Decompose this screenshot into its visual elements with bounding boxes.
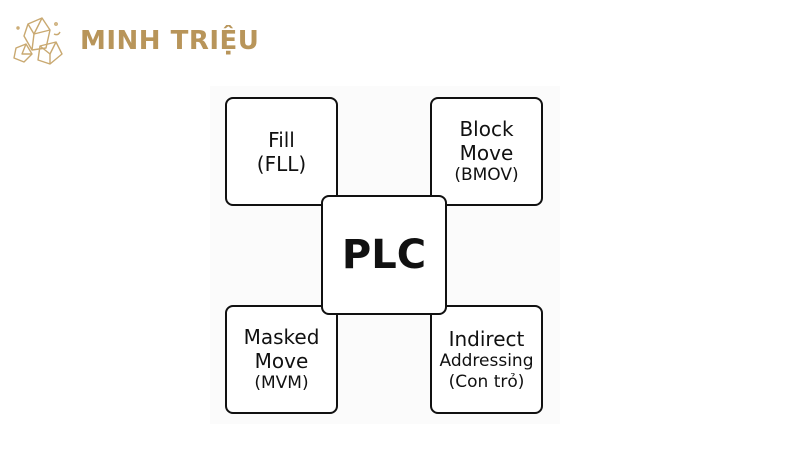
node-line: (Con trỏ) xyxy=(448,371,525,392)
node-line: Indirect xyxy=(448,327,525,352)
center-node-plc: PLC xyxy=(321,195,447,315)
node-line: (FLL) xyxy=(256,151,307,176)
center-label: PLC xyxy=(341,232,427,278)
node-fill: Fill (FLL) xyxy=(225,97,338,206)
node-line: (BMOV) xyxy=(454,165,519,186)
node-line: Move xyxy=(459,141,514,166)
node-masked-move: Masked Move (MVM) xyxy=(225,305,338,414)
crystal-icon xyxy=(13,17,63,65)
node-line: (MVM) xyxy=(254,373,309,394)
brand-name: MINH TRIỆU xyxy=(80,26,260,56)
node-block-move: Block Move (BMOV) xyxy=(430,97,543,206)
node-line: Block xyxy=(459,117,514,142)
node-line: Move xyxy=(254,349,309,374)
brand-logo: MINH TRIỆU xyxy=(10,14,259,68)
node-line: Fill xyxy=(268,127,295,152)
node-line: Masked xyxy=(243,325,320,350)
node-indirect-addressing: Indirect Addressing (Con trỏ) xyxy=(430,305,543,414)
node-line: Addressing xyxy=(439,351,534,372)
